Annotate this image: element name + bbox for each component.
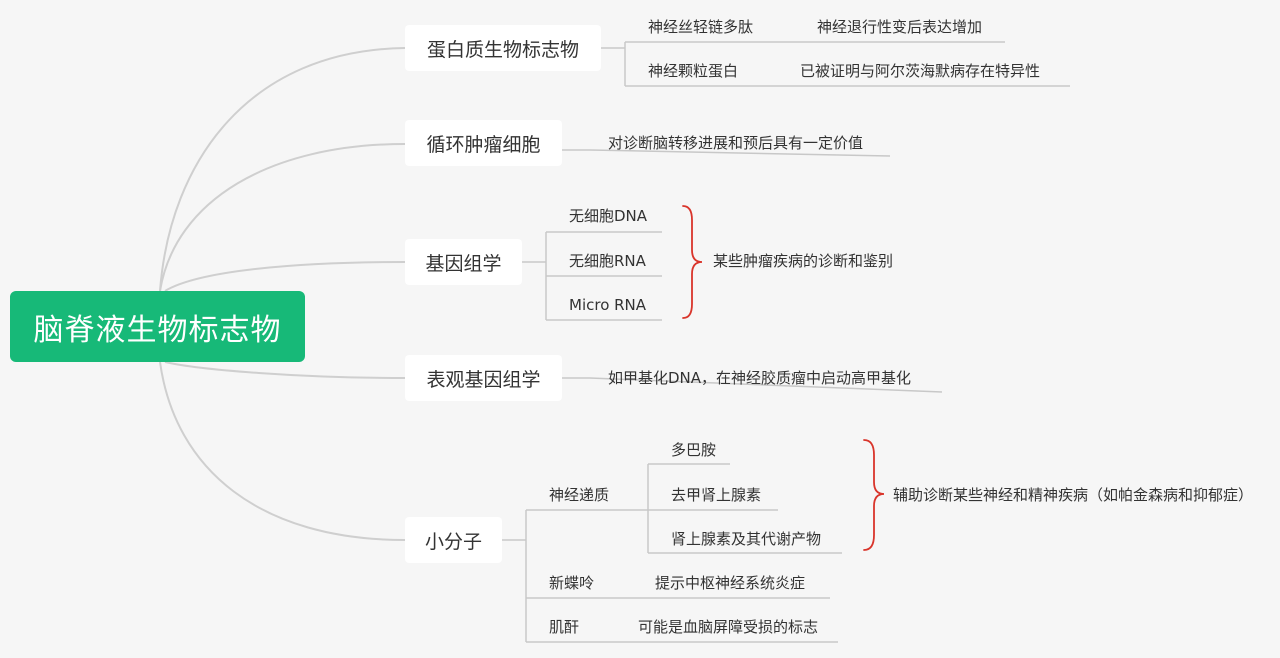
neurotransmitter-item-epinephrine[interactable]: 肾上腺素及其代谢产物 (671, 530, 822, 548)
genomics-item-microrna[interactable]: Micro RNA (569, 296, 647, 314)
branch-genomics[interactable]: 基因组学 (405, 239, 522, 285)
link-root-protein (159, 47, 406, 292)
genomics-summary: 某些肿瘤疾病的诊断和鉴别 (713, 252, 894, 270)
protein-item-nfl[interactable]: 神经丝轻链多肽 (648, 18, 754, 36)
ctc-note: 对诊断脑转移进展和预后具有一定价值 (608, 134, 864, 152)
neurotransmitter-item-norepinephrine[interactable]: 去甲肾上腺素 (671, 486, 762, 504)
small-molecule-neurotransmitter[interactable]: 神经递质 (549, 486, 610, 504)
branch-ctc[interactable]: 循环肿瘤细胞 (405, 120, 562, 166)
genomics-item-cfdna[interactable]: 无细胞DNA (569, 207, 648, 225)
protein-note-nfl: 神经退行性变后表达增加 (817, 18, 983, 36)
link-root-small-molecule (159, 361, 406, 541)
branch-protein[interactable]: 蛋白质生物标志物 (405, 25, 601, 71)
link-root-ctc (159, 143, 406, 292)
creatinine-note: 可能是血脑屏障受损的标志 (638, 618, 819, 636)
neurotransmitter-bracket (863, 439, 885, 551)
neurotransmitter-summary: 辅助诊断某些神经和精神疾病（如帕金森病和抑郁症） (893, 486, 1254, 504)
neopterin-note: 提示中枢神经系统炎症 (655, 574, 806, 592)
small-molecule-neopterin[interactable]: 新蝶呤 (549, 574, 595, 592)
branch-small-molecule[interactable]: 小分子 (405, 517, 502, 563)
genomics-item-cfrna[interactable]: 无细胞RNA (569, 252, 646, 270)
branch-epigenomics[interactable]: 表观基因组学 (405, 355, 562, 401)
protein-item-neurogranin[interactable]: 神经颗粒蛋白 (648, 62, 739, 80)
neurotransmitter-item-dopamine[interactable]: 多巴胺 (671, 441, 717, 459)
root-node[interactable]: 脑脊液生物标志物 (10, 291, 305, 362)
genomics-bracket (682, 205, 703, 319)
protein-note-neurogranin: 已被证明与阿尔茨海默病存在特异性 (800, 62, 1041, 80)
small-molecule-creatinine[interactable]: 肌酐 (549, 618, 580, 636)
link-root-genomics (164, 261, 406, 292)
epigenomics-note: 如甲基化DNA，在神经胶质瘤中启动高甲基化 (608, 369, 912, 387)
link-root-epigenomics (164, 361, 406, 379)
